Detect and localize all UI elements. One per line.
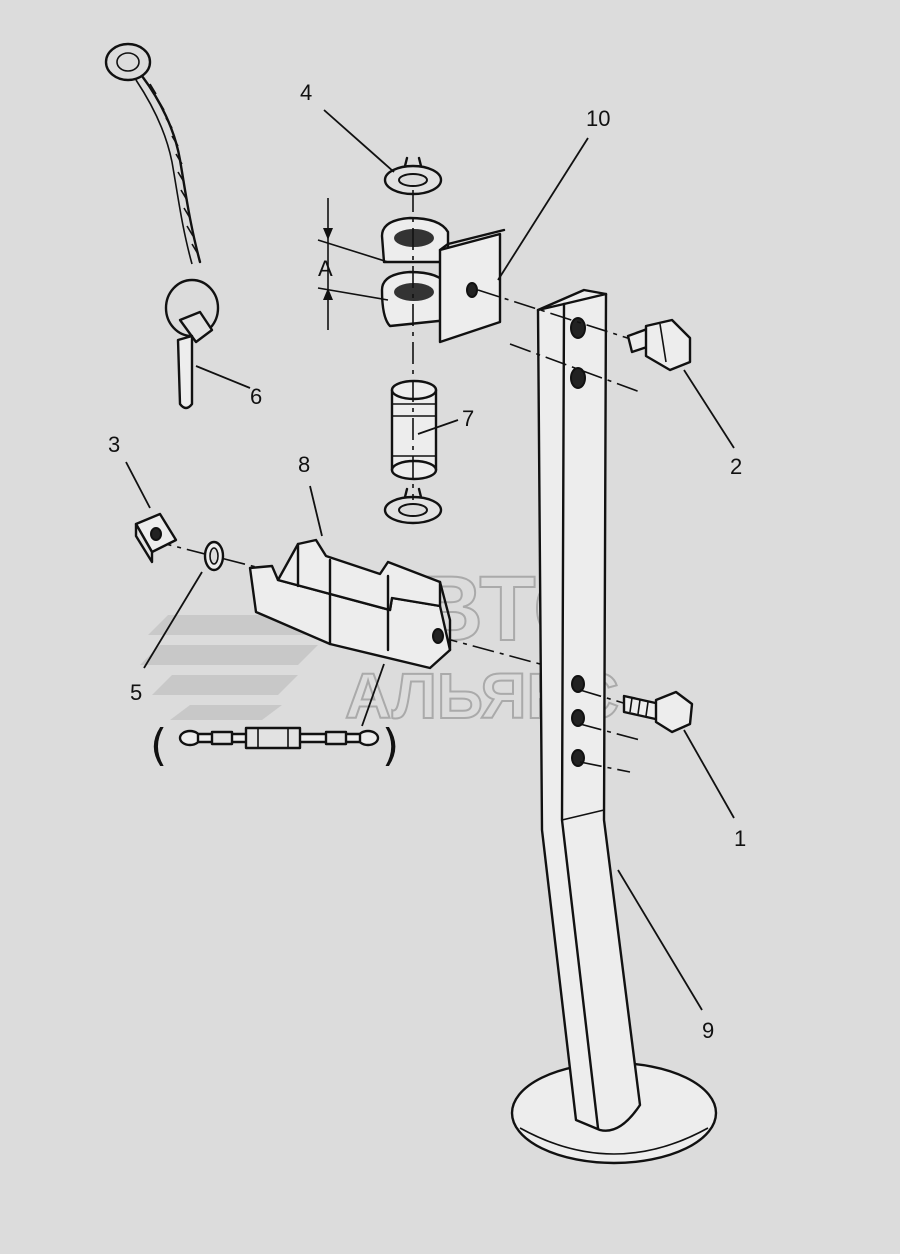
callout-4: 4: [300, 80, 312, 105]
callout-5: 5: [130, 680, 142, 705]
align-line-bracket: [435, 635, 541, 665]
align-line-lower-3: [579, 761, 631, 773]
stand-leg: [510, 288, 718, 1165]
callout-7: 7: [462, 406, 474, 431]
align-line-lower-2: [579, 723, 641, 741]
callout-9: 9: [702, 1018, 714, 1043]
lynch-pin-with-chain: [104, 42, 220, 410]
circlip-bottom: [383, 487, 443, 525]
leader-lines: [125, 109, 735, 1011]
dimension-a: A: [317, 198, 389, 330]
turnbuckle-link: ( ): [150, 720, 399, 771]
dimension-label-a: A: [318, 256, 333, 281]
bolt-upper: [626, 318, 692, 372]
bolt-lower: [622, 690, 694, 734]
square-nut: [134, 512, 178, 564]
callout-6: 6: [250, 384, 262, 409]
callout-2: 2: [730, 454, 742, 479]
paren-left: (: [150, 720, 167, 771]
callout-8: 8: [298, 452, 310, 477]
channel-bracket: [248, 538, 452, 670]
paren-right: ): [382, 720, 399, 771]
washer: [203, 540, 225, 572]
circlip-top: [383, 156, 443, 196]
clevis-bracket: [380, 216, 506, 344]
bushing: [390, 379, 438, 481]
align-line-upper-2: [509, 343, 641, 393]
callout-3: 3: [108, 432, 120, 457]
align-line-upper: [477, 289, 641, 343]
callout-1: 1: [734, 826, 746, 851]
callout-10: 10: [586, 106, 610, 131]
callouts: 4 10 6 7 3 8 2 5 1 9: [108, 80, 746, 1043]
